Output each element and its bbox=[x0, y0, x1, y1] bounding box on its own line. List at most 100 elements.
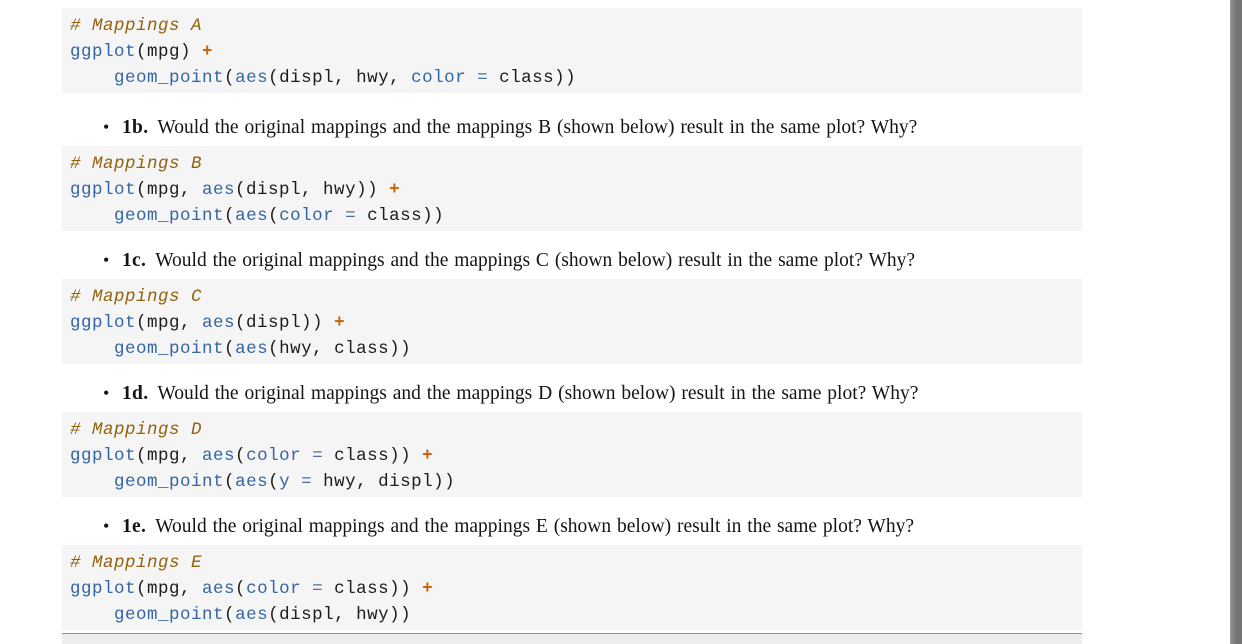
code-token-com: # Mappings D bbox=[70, 420, 203, 440]
code-token-pl bbox=[70, 605, 114, 625]
code-token-pl: (displ, hwy, bbox=[268, 68, 412, 88]
code-token-pl: ( bbox=[235, 579, 247, 599]
code-line: # Mappings E bbox=[70, 550, 1082, 576]
code-token-com: # Mappings B bbox=[70, 154, 203, 174]
code-token-pl: class)) bbox=[488, 68, 577, 88]
bullet-question-1b: •1b.Would the original mappings and the … bbox=[62, 114, 1122, 140]
code-token-pl: class)) bbox=[356, 206, 445, 226]
code-token-eq: = bbox=[301, 472, 313, 492]
code-line: geom_point(aes(y = hwy, displ)) bbox=[70, 469, 1082, 495]
code-token-pl bbox=[290, 472, 301, 492]
code-token-eq: = bbox=[312, 579, 324, 599]
code-token-pl: (mpg, bbox=[136, 313, 203, 333]
code-line: geom_point(aes(hwy, class)) bbox=[70, 336, 1082, 362]
code-token-fn: geom_point bbox=[114, 339, 225, 359]
code-line: # Mappings D bbox=[70, 417, 1082, 443]
question-label: 1c. bbox=[122, 250, 147, 271]
code-token-pl bbox=[334, 206, 345, 226]
code-token-fn: aes bbox=[202, 313, 236, 333]
code-line: geom_point(aes(displ, hwy, color = class… bbox=[70, 65, 1082, 91]
code-token-fn: geom_point bbox=[114, 472, 225, 492]
code-token-pl bbox=[70, 68, 114, 88]
code-token-fn: y bbox=[279, 472, 291, 492]
question-text: Would the original mappings and the mapp… bbox=[155, 250, 916, 271]
code-token-pl: ( bbox=[224, 472, 236, 492]
code-token-op: + bbox=[422, 446, 434, 466]
code-token-fn: color bbox=[246, 446, 302, 466]
code-token-com: # Mappings C bbox=[70, 287, 203, 307]
code-token-pl: (mpg, bbox=[136, 180, 203, 200]
code-line: ggplot(mpg, aes(displ)) + bbox=[70, 310, 1082, 336]
code-token-pl: (displ, hwy)) bbox=[235, 180, 390, 200]
code-token-eq: = bbox=[312, 446, 324, 466]
code-token-fn: geom_point bbox=[114, 68, 225, 88]
code-token-fn: aes bbox=[202, 180, 236, 200]
code-block-mappings-d: # Mappings D ggplot(mpg, aes(color = clas… bbox=[62, 412, 1082, 497]
code-line: # Mappings A bbox=[70, 13, 1082, 39]
code-token-com: # Mappings E bbox=[70, 553, 203, 573]
code-token-fn: aes bbox=[235, 339, 269, 359]
code-token-pl: ( bbox=[224, 339, 236, 359]
code-line: ggplot(mpg, aes(color = class)) + bbox=[70, 443, 1082, 469]
code-token-pl: ( bbox=[224, 605, 236, 625]
code-line: geom_point(aes(displ, hwy)) bbox=[70, 602, 1082, 628]
code-line: ggplot(mpg, aes(displ, hwy)) + bbox=[70, 177, 1082, 203]
code-token-fn: ggplot bbox=[70, 313, 137, 333]
code-token-pl: ( bbox=[268, 472, 280, 492]
code-token-pl: ( bbox=[224, 68, 236, 88]
bullet-icon: • bbox=[103, 516, 110, 536]
code-token-fn: aes bbox=[235, 605, 269, 625]
code-token-op: + bbox=[334, 313, 346, 333]
code-token-pl bbox=[466, 68, 477, 88]
code-token-fn: aes bbox=[235, 472, 269, 492]
code-block-partial bbox=[62, 633, 1082, 644]
code-token-pl: ( bbox=[268, 206, 280, 226]
bullet-icon: • bbox=[103, 383, 110, 403]
code-token-fn: ggplot bbox=[70, 579, 137, 599]
code-line: geom_point(aes(color = class)) bbox=[70, 203, 1082, 229]
code-token-pl: hwy, displ)) bbox=[312, 472, 456, 492]
code-token-pl bbox=[70, 339, 114, 359]
code-token-fn: aes bbox=[202, 579, 236, 599]
code-token-fn: aes bbox=[202, 446, 236, 466]
code-token-pl: (mpg, bbox=[136, 579, 203, 599]
code-token-pl bbox=[70, 472, 114, 492]
bullet-question-1e: •1e.Would the original mappings and the … bbox=[62, 513, 1122, 539]
code-token-pl bbox=[301, 446, 312, 466]
code-token-com: # Mappings A bbox=[70, 16, 203, 36]
code-token-pl: (displ)) bbox=[235, 313, 335, 333]
code-token-pl bbox=[70, 206, 114, 226]
code-token-fn: ggplot bbox=[70, 42, 137, 62]
code-token-pl: ( bbox=[224, 206, 236, 226]
bullet-question-1c: • 1c. Would the original mappings and the … bbox=[62, 247, 1122, 273]
code-token-eq: = bbox=[345, 206, 357, 226]
question-text: Would the original mappings and the mapp… bbox=[157, 383, 919, 404]
bullet-icon: • bbox=[103, 250, 110, 270]
code-token-fn: geom_point bbox=[114, 605, 225, 625]
code-token-pl: (displ, hwy)) bbox=[268, 605, 412, 625]
question-label: 1e. bbox=[122, 516, 147, 537]
scrollbar-track[interactable] bbox=[1230, 0, 1242, 644]
code-token-pl: (hwy, class)) bbox=[268, 339, 412, 359]
code-line: ggplot(mpg) + bbox=[70, 39, 1082, 65]
code-token-pl bbox=[301, 579, 312, 599]
bullet-icon: • bbox=[103, 117, 110, 137]
code-line: ggplot(mpg, aes(color = class)) + bbox=[70, 576, 1082, 602]
code-token-pl: ( bbox=[235, 446, 247, 466]
code-token-fn: ggplot bbox=[70, 180, 137, 200]
code-line: # Mappings B bbox=[70, 151, 1082, 177]
code-token-fn: geom_point bbox=[114, 206, 225, 226]
code-token-pl: class)) bbox=[323, 579, 423, 599]
code-token-eq: = bbox=[477, 68, 489, 88]
code-token-fn: color bbox=[246, 579, 302, 599]
code-token-fn: aes bbox=[235, 68, 269, 88]
code-token-pl: class)) bbox=[323, 446, 423, 466]
code-token-op: + bbox=[422, 579, 434, 599]
code-block-mappings-a: # Mappings A ggplot(mpg) + geom_point(aes… bbox=[62, 8, 1082, 93]
code-token-fn: aes bbox=[235, 206, 269, 226]
code-line: # Mappings C bbox=[70, 284, 1082, 310]
code-token-fn: color bbox=[411, 68, 467, 88]
